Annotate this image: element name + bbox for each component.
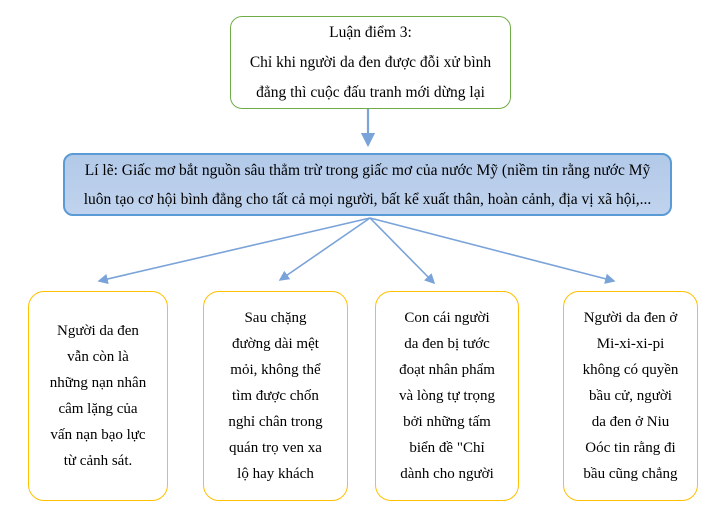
evidence-box-children-dignity: Con cái người da đen bị tước đoạt nhân p… — [375, 291, 519, 501]
evidence-line: quán trọ ven xa — [229, 440, 322, 456]
evidence-line: câm lặng của — [58, 401, 138, 417]
evidence-line: Người da đen — [57, 323, 139, 339]
evidence-box-police-violence: Người da đen vẫn còn là những nạn nhân c… — [28, 291, 168, 501]
evidence-line: bầu cũng chẳng — [583, 466, 678, 482]
evidence-line: tìm được chốn — [232, 388, 319, 404]
evidence-line: đoạt nhân phẩm — [399, 362, 495, 378]
evidence-line: Oóc tin rằng đi — [585, 440, 676, 456]
thesis-line: Chỉ khi người da đen được đỗi xử bình — [249, 53, 492, 71]
arrow-reason-to-evidence-1 — [97, 217, 371, 285]
evidence-line: da đen bị tước — [404, 336, 490, 352]
arrow-reason-to-evidence-4 — [369, 217, 616, 284]
evidence-line: từ cảnh sát. — [63, 453, 133, 469]
thesis-line: Luận điểm 3: — [329, 23, 412, 41]
evidence-box-voting-rights: Người da đen ở Mi-xi-xi-pi không có quyề… — [563, 291, 698, 501]
evidence-line: bầu cử, người — [589, 388, 672, 404]
evidence-box-no-lodging: Sau chặng đường dài mệt mỏi, không thể t… — [203, 291, 348, 501]
evidence-line: không có quyền — [582, 362, 679, 378]
evidence-line: biển đề "Chỉ — [409, 440, 485, 456]
evidence-line: và lòng tự trọng — [398, 388, 496, 404]
reason-line: Lí lẽ: Giấc mơ bắt nguồn sâu thẳm trừ tr… — [84, 161, 651, 179]
evidence-line: Sau chặng — [244, 310, 307, 326]
evidence-line: Người da đen ở — [583, 310, 678, 326]
evidence-line: bởi những tấm — [403, 414, 491, 430]
evidence-line: những nạn nhân — [49, 375, 147, 391]
arrow-reason-to-evidence-3 — [369, 217, 436, 285]
thesis-line: đẳng thì cuộc đấu tranh mới dừng lại — [256, 83, 485, 101]
evidence-line: vấn nạn bạo lực — [50, 427, 146, 443]
evidence-line: mỏi, không thể — [230, 362, 321, 378]
evidence-line: đường dài mệt — [232, 336, 319, 352]
reason-line: luôn tạo cơ hội bình đẳng cho tất cả mọi… — [83, 190, 652, 208]
evidence-line: da đen ở Niu — [591, 414, 670, 430]
reason-box: Lí lẽ: Giấc mơ bắt nguồn sâu thẳm trừ tr… — [63, 153, 672, 216]
evidence-line: lộ hay khách — [237, 466, 314, 482]
evidence-line: vẫn còn là — [67, 349, 129, 365]
thesis-box: Luận điểm 3: Chỉ khi người da đen được đ… — [230, 16, 511, 109]
evidence-line: Con cái người — [404, 310, 490, 326]
evidence-line: Mi-xi-xi-pi — [596, 336, 665, 352]
evidence-line: nghỉ chân trong — [228, 414, 323, 430]
arrow-reason-to-evidence-2 — [278, 217, 371, 281]
evidence-line: dành cho người — [400, 466, 494, 482]
